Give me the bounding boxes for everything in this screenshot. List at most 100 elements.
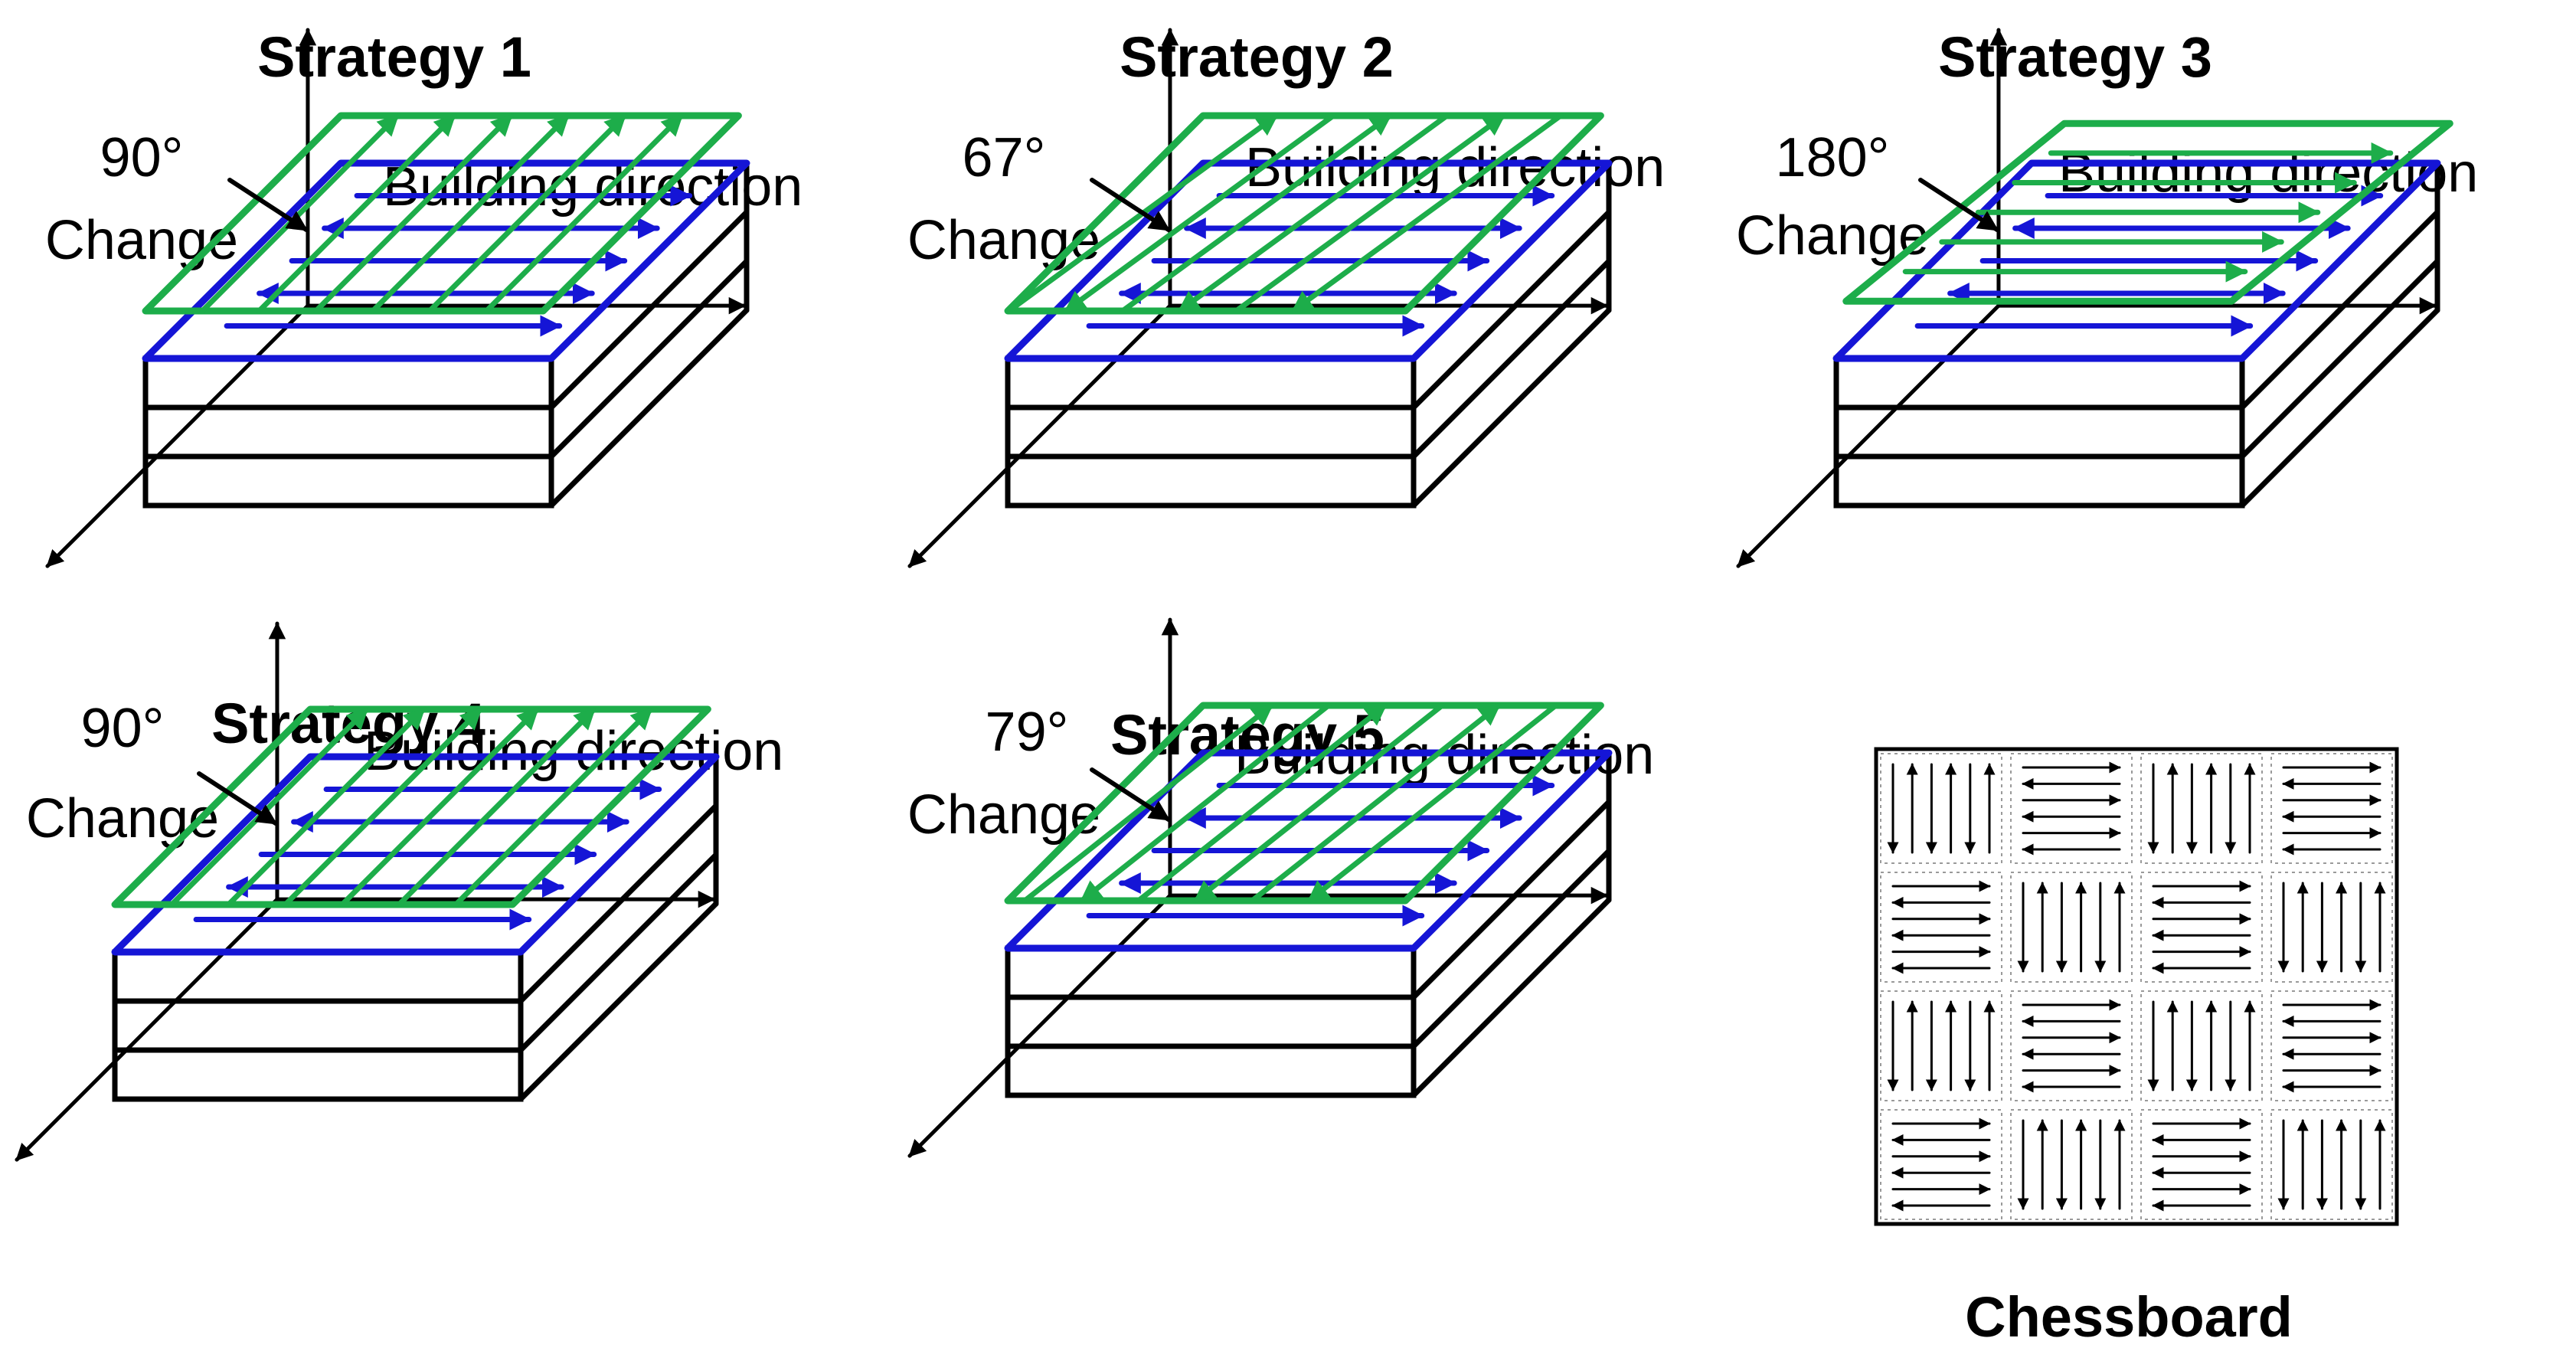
box-side-edge xyxy=(518,803,719,1004)
rotation-pointer-arrow xyxy=(1918,178,1999,232)
current-layer-scan-track xyxy=(225,706,427,908)
chessboard-panel: Chessboard xyxy=(1874,747,2399,1349)
rotation-angle-label: 90° xyxy=(81,698,165,759)
current-layer-scan-track xyxy=(1120,113,1393,314)
strategy-3-panel: Strategy 3 180° Change Building directio… xyxy=(1736,25,2478,568)
current-layer-scan-track xyxy=(396,706,597,908)
box-front-face xyxy=(1005,355,1417,509)
box-front-face xyxy=(142,355,554,509)
box-side-edge xyxy=(1411,799,1612,1000)
current-layer-scan-track xyxy=(1290,113,1564,314)
current-layer-scan-track xyxy=(1078,702,1332,904)
current-layer-scan-track xyxy=(483,113,685,314)
box-side-edge xyxy=(1411,209,1612,411)
chessboard-cell xyxy=(2270,872,2393,983)
box-side-edge xyxy=(2239,307,2440,509)
box-front-face xyxy=(1833,355,2245,509)
y-axis xyxy=(907,893,1172,1158)
layer-stack-figure xyxy=(15,621,720,1162)
chessboard-cell xyxy=(1880,872,2002,983)
strategy-2-panel: Strategy 2 67° Change Building direction xyxy=(907,25,1665,568)
current-layer-scan-track xyxy=(256,113,457,314)
y-axis xyxy=(45,303,310,568)
box-side-edge xyxy=(548,258,750,460)
box-side-edge xyxy=(518,852,719,1053)
chessboard-cell xyxy=(2270,990,2393,1101)
chessboard-cell xyxy=(2140,990,2263,1101)
current-layer-scan-track xyxy=(1136,702,1388,904)
y-axis xyxy=(1736,303,2001,568)
chessboard-cell xyxy=(2270,1109,2393,1220)
current-layer-outline xyxy=(142,112,742,315)
rotation-pointer-arrow xyxy=(1090,767,1171,822)
box-side-edge xyxy=(1411,258,1612,460)
current-layer-scan-track xyxy=(453,706,654,908)
change-label: Change xyxy=(45,210,238,271)
change-label: Change xyxy=(26,788,219,849)
change-label: Change xyxy=(907,210,1100,271)
current-layer-scan-track xyxy=(1063,113,1336,314)
previous-layer-outline xyxy=(1004,159,1613,362)
current-layer-outline xyxy=(1842,119,2453,305)
current-layer-scan-track xyxy=(1249,702,1502,904)
rotation-pointer-arrow xyxy=(227,178,309,232)
box-side-edge xyxy=(518,901,719,1102)
layer-stack-figure xyxy=(45,28,750,568)
box-side-edge xyxy=(548,307,750,509)
current-layer-scan-track xyxy=(339,706,541,908)
chessboard-cell xyxy=(1880,753,2002,864)
box-side-edge xyxy=(548,209,750,411)
rotation-angle-label: 79° xyxy=(986,702,1069,763)
y-axis xyxy=(15,897,280,1162)
chessboard-cell xyxy=(1880,990,2002,1101)
current-layer-scan-track xyxy=(427,113,628,314)
strategy-title: Strategy 1 xyxy=(257,25,531,89)
previous-layer-outline xyxy=(1832,159,2441,362)
current-layer-scan-track xyxy=(1176,113,1450,314)
previous-layer-outline xyxy=(1004,749,1613,952)
box-side-edge xyxy=(1411,848,1612,1049)
current-layer-outline xyxy=(1004,112,1604,315)
chessboard-border xyxy=(1874,747,2399,1226)
chessboard-cells xyxy=(1880,753,2393,1220)
rotation-angle-label: 180° xyxy=(1776,127,1890,188)
current-layer-outline xyxy=(1004,702,1604,905)
layer-stack-figure xyxy=(907,617,1613,1158)
chessboard-cell xyxy=(2010,990,2133,1101)
chessboard-cell xyxy=(2010,1109,2133,1220)
strategy-5-panel: Strategy 5 79° Change Building direction xyxy=(907,617,1654,1158)
box-side-edge xyxy=(1411,897,1612,1098)
current-layer-scan-track xyxy=(1192,702,1445,904)
box-side-edge xyxy=(1411,307,1612,509)
chessboard-cell xyxy=(2010,872,2133,983)
chessboard-cell xyxy=(2270,753,2393,864)
previous-layer-outline xyxy=(111,753,720,956)
rotation-pointer-arrow xyxy=(1090,178,1171,232)
y-axis xyxy=(907,303,1172,568)
strategy-1-panel: Strategy 1 90° Change Building direction xyxy=(45,25,803,568)
current-layer-scan-track xyxy=(313,113,515,314)
current-layer-scan-track xyxy=(370,113,571,314)
layer-stack-figure xyxy=(907,28,1613,568)
rotation-pointer-arrow xyxy=(197,771,278,826)
previous-layer-outline xyxy=(142,159,750,362)
chessboard-cell xyxy=(2140,753,2263,864)
box-front-face xyxy=(1005,945,1417,1098)
chessboard-title: Chessboard xyxy=(1965,1285,2293,1349)
chessboard-cell xyxy=(2140,872,2263,983)
box-side-edge xyxy=(2239,258,2440,460)
box-front-face xyxy=(112,949,524,1102)
current-layer-outline xyxy=(111,705,711,908)
strategy-4-panel: Strategy 4 90° Change Building direction xyxy=(15,621,783,1162)
rotation-angle-label: 90° xyxy=(100,127,184,188)
strategy-title: Strategy 3 xyxy=(1938,25,2212,89)
current-layer-scan-track xyxy=(283,706,484,908)
rotation-angle-label: 67° xyxy=(963,127,1046,188)
current-layer-scan-track xyxy=(1306,702,1559,904)
chessboard-cell xyxy=(2140,1109,2263,1220)
layer-stack-figure xyxy=(1736,28,2453,568)
strategy-title: Strategy 2 xyxy=(1120,25,1394,89)
chessboard-cell xyxy=(2010,753,2133,864)
